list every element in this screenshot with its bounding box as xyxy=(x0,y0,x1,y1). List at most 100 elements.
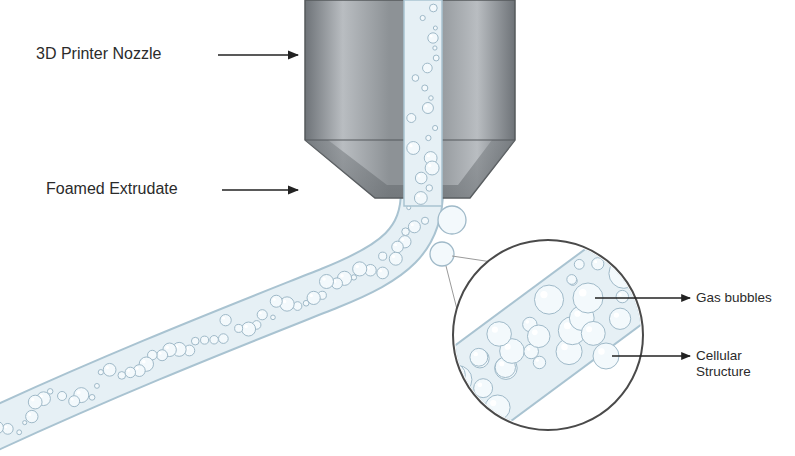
gas-bubble xyxy=(574,259,584,269)
gas-bubble xyxy=(412,75,419,82)
bubble-highlight xyxy=(425,105,428,108)
bubble-highlight xyxy=(5,426,8,429)
gas-bubble xyxy=(319,274,333,288)
gas-bubble xyxy=(444,366,472,394)
gas-bubble xyxy=(474,379,493,398)
bubble-highlight xyxy=(643,275,649,281)
bubble-highlight xyxy=(166,346,169,349)
gas-bubble xyxy=(69,396,80,407)
bubble-highlight xyxy=(652,212,655,215)
gas-bubble xyxy=(407,114,416,123)
gas-bubble xyxy=(426,135,431,140)
gas-bubble xyxy=(592,258,604,270)
bubble-highlight xyxy=(379,269,382,272)
gas-bubble xyxy=(125,367,135,377)
bubble-highlight xyxy=(540,291,547,298)
gas-bubble xyxy=(581,321,605,345)
bubble-highlight xyxy=(434,401,440,407)
gas-bubble xyxy=(414,400,438,424)
gas-bubble xyxy=(534,285,563,314)
bubble-highlight xyxy=(412,420,415,423)
bubble-highlight xyxy=(630,258,634,262)
bubble-highlight xyxy=(310,294,313,297)
bubble-highlight xyxy=(564,322,571,329)
bubble-highlight xyxy=(77,391,81,395)
bubble-highlight xyxy=(527,347,531,351)
gas-bubble xyxy=(609,308,630,329)
bubble-highlight xyxy=(598,348,605,355)
gas-bubble xyxy=(379,252,387,260)
gas-bubble xyxy=(459,411,489,441)
bubble-highlight xyxy=(428,164,431,167)
gas-bubble xyxy=(676,221,696,241)
extrudate-outline xyxy=(0,190,422,440)
label-arrow xyxy=(612,355,690,356)
gas-bubble xyxy=(656,270,682,296)
gas-bubble xyxy=(533,356,545,368)
gas-bubble xyxy=(673,241,686,254)
bubble-highlight xyxy=(31,398,34,401)
bubble-highlight xyxy=(427,154,430,157)
bubble-highlight xyxy=(679,273,682,276)
gas-bubble xyxy=(210,336,218,344)
gas-bubble xyxy=(415,172,427,184)
bubble-highlight xyxy=(273,298,276,301)
gas-bubble xyxy=(257,310,267,320)
gas-bubble xyxy=(487,322,512,347)
gas-bubble xyxy=(191,337,199,345)
bubble-highlight xyxy=(449,371,456,378)
gas-bubble xyxy=(351,275,356,280)
gas-bubble xyxy=(422,85,428,91)
bubble-highlight xyxy=(355,265,359,269)
gas-bubble xyxy=(95,383,100,388)
bubble-highlight xyxy=(433,423,437,427)
gas-bubble xyxy=(460,412,482,434)
gas-bubble xyxy=(242,322,256,336)
gas-bubble xyxy=(633,237,642,246)
gas-bubble xyxy=(271,315,276,320)
bubble-highlight xyxy=(676,243,679,246)
gas-bubble xyxy=(2,423,13,434)
gas-bubble xyxy=(409,418,422,431)
bubble-highlight xyxy=(430,35,433,38)
bubble-highlight xyxy=(574,311,580,317)
gas-bubble xyxy=(627,255,644,272)
gas-bubble xyxy=(567,275,577,285)
gas-bubble xyxy=(422,102,433,113)
bubble-highlight xyxy=(492,327,498,333)
zoom-bubbles xyxy=(408,209,700,446)
gas-bubble xyxy=(485,395,510,420)
gas-bubble xyxy=(0,422,3,434)
zoom-leader xyxy=(452,256,492,262)
gas-bubble xyxy=(420,15,425,20)
gas-bubble xyxy=(201,336,209,344)
bubble-highlight xyxy=(690,236,694,239)
gas-bubble xyxy=(414,192,427,205)
bubble-highlight xyxy=(561,344,568,351)
bubble-highlight xyxy=(680,225,685,230)
gas-bubble xyxy=(402,228,410,236)
label-arrow xyxy=(222,189,298,191)
gas-bubble xyxy=(389,252,402,265)
bubble-highlight xyxy=(322,277,326,281)
gas-bubble xyxy=(430,242,454,266)
gas-bubble xyxy=(270,295,282,307)
gas-bubble xyxy=(58,391,67,400)
gas-bubble xyxy=(426,185,432,191)
bubble-highlight xyxy=(499,361,504,366)
gas-bubble xyxy=(470,348,488,366)
bubble-highlight xyxy=(448,368,454,374)
gas-bubble xyxy=(118,372,126,380)
bubble-highlight xyxy=(532,330,538,336)
bubble-highlight xyxy=(71,398,74,401)
gas-bubble xyxy=(303,300,309,306)
bubble-highlight xyxy=(615,264,622,271)
bubble-highlight xyxy=(465,417,472,424)
nozzle-channel xyxy=(404,0,442,206)
bubble-highlight xyxy=(127,369,130,372)
label-arrow xyxy=(595,297,690,298)
label-text: 3D Printer Nozzle xyxy=(36,45,161,63)
bubble-highlight xyxy=(594,260,597,263)
bubble-highlight xyxy=(526,320,530,324)
